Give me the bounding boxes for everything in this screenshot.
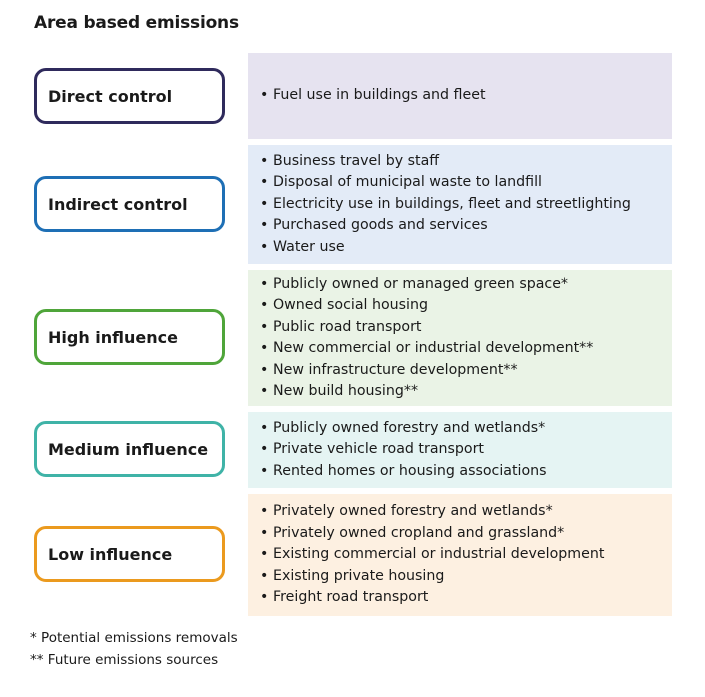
category-panel: Fuel use in buildings and fleet (248, 53, 672, 139)
category-panel: Privately owned forestry and wetlands*Pr… (248, 494, 672, 616)
category-label: Direct control (34, 68, 225, 124)
list-item: Public road transport (260, 317, 672, 339)
list-item: Publicly owned forestry and wetlands* (260, 418, 672, 440)
footnote-removals: * Potential emissions removals (30, 630, 238, 646)
item-list: Fuel use in buildings and fleet (260, 85, 672, 107)
category-label: Indirect control (34, 176, 225, 232)
item-list: Publicly owned or managed green space*Ow… (260, 274, 672, 403)
category-label: High influence (34, 309, 225, 365)
list-item: Electricity use in buildings, fleet and … (260, 194, 672, 216)
item-list: Business travel by staffDisposal of muni… (260, 151, 672, 259)
diagram-title: Area based emissions (34, 13, 239, 33)
footnote-future-sources: ** Future emissions sources (30, 652, 219, 668)
list-item: Privately owned forestry and wetlands* (260, 501, 672, 523)
list-item: Business travel by staff (260, 151, 672, 173)
category-label-text: Indirect control (48, 194, 188, 214)
category-label-text: Medium influence (48, 439, 209, 459)
list-item: Privately owned cropland and grassland* (260, 523, 672, 545)
item-list: Publicly owned forestry and wetlands*Pri… (260, 418, 672, 483)
list-item: Existing commercial or industrial develo… (260, 544, 672, 566)
category-label-text: Low influence (48, 544, 173, 564)
list-item: Publicly owned or managed green space* (260, 274, 672, 296)
list-item: Owned social housing (260, 295, 672, 317)
list-item: New infrastructure development** (260, 360, 672, 382)
list-item: Disposal of municipal waste to landfill (260, 172, 672, 194)
list-item: Freight road transport (260, 587, 672, 609)
list-item: Purchased goods and services (260, 215, 672, 237)
list-item: New build housing** (260, 381, 672, 403)
category-panel: Publicly owned or managed green space*Ow… (248, 270, 672, 406)
list-item: Rented homes or housing associations (260, 461, 672, 483)
item-list: Privately owned forestry and wetlands*Pr… (260, 501, 672, 609)
category-panel: Publicly owned forestry and wetlands*Pri… (248, 412, 672, 488)
category-label: Low influence (34, 526, 225, 582)
list-item: New commercial or industrial development… (260, 338, 672, 360)
list-item: Fuel use in buildings and fleet (260, 85, 672, 107)
category-label-text: High influence (48, 327, 178, 347)
category-label-text: Direct control (48, 86, 173, 106)
list-item: Private vehicle road transport (260, 439, 672, 461)
list-item: Existing private housing (260, 566, 672, 588)
list-item: Water use (260, 237, 672, 259)
category-panel: Business travel by staffDisposal of muni… (248, 145, 672, 264)
category-label: Medium influence (34, 421, 225, 477)
